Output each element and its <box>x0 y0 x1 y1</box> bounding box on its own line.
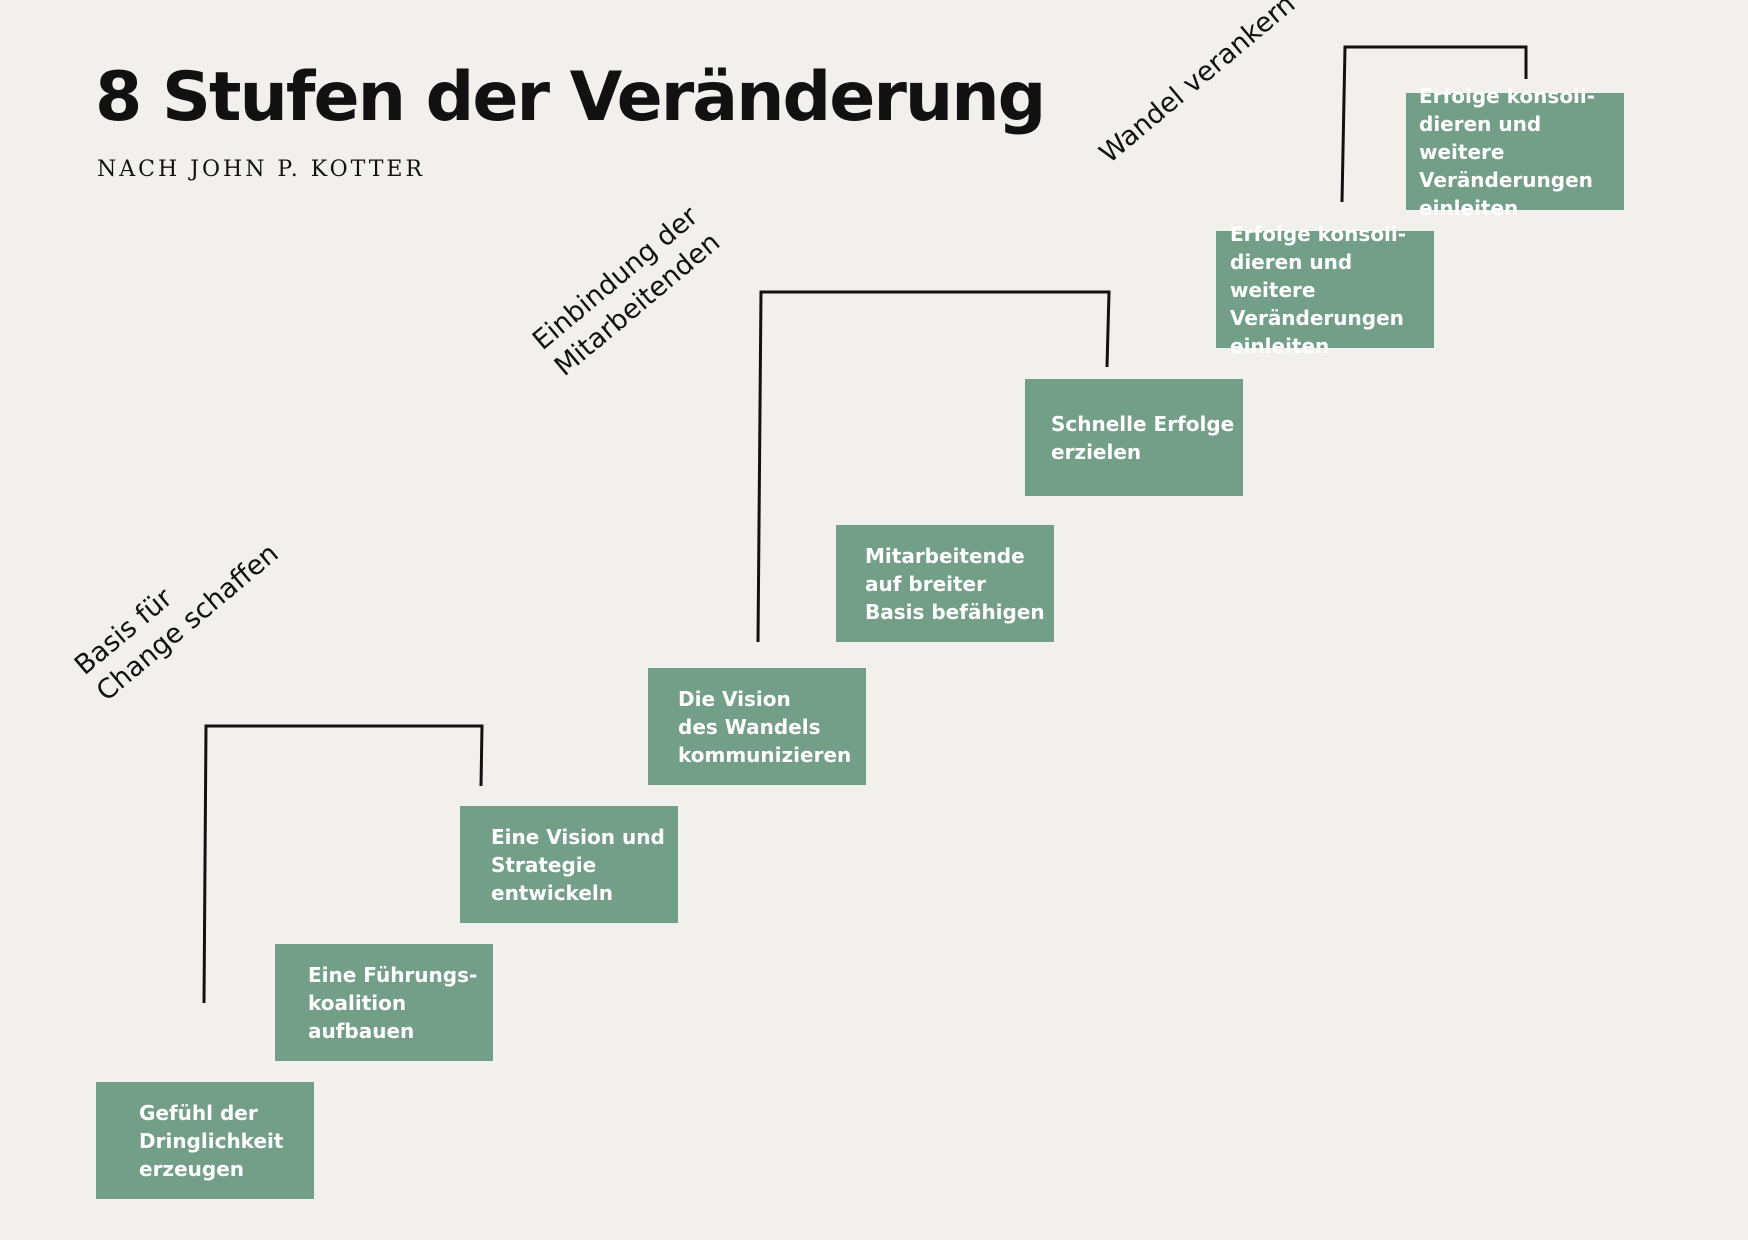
step-4: Die Vision des Wandels kommunizieren <box>648 668 866 785</box>
step-1: Gefühl der Dringlichkeit erzeugen <box>96 1082 314 1199</box>
step-3: Eine Vision und Strategie entwickeln <box>460 806 678 923</box>
bracket-phase-3 <box>1340 45 1528 203</box>
bracket-phase-2 <box>756 290 1111 643</box>
bracket-phase-1 <box>202 724 484 1004</box>
page-title: 8 Stufen der Veränderung <box>95 58 1046 137</box>
step-2: Eine Führungs- koalition aufbauen <box>275 944 493 1061</box>
step-5: Mitarbeitende auf breiter Basis befähige… <box>836 525 1054 642</box>
step-6: Schnelle Erfolge erzielen <box>1025 379 1243 496</box>
page-subtitle: NACH JOHN P. KOTTER <box>97 157 426 182</box>
step-8: Erfolge konsoli- dieren und weitere Verä… <box>1406 84 1624 220</box>
step-7: Erfolge konsoli- dieren und weitere Verä… <box>1216 222 1434 358</box>
